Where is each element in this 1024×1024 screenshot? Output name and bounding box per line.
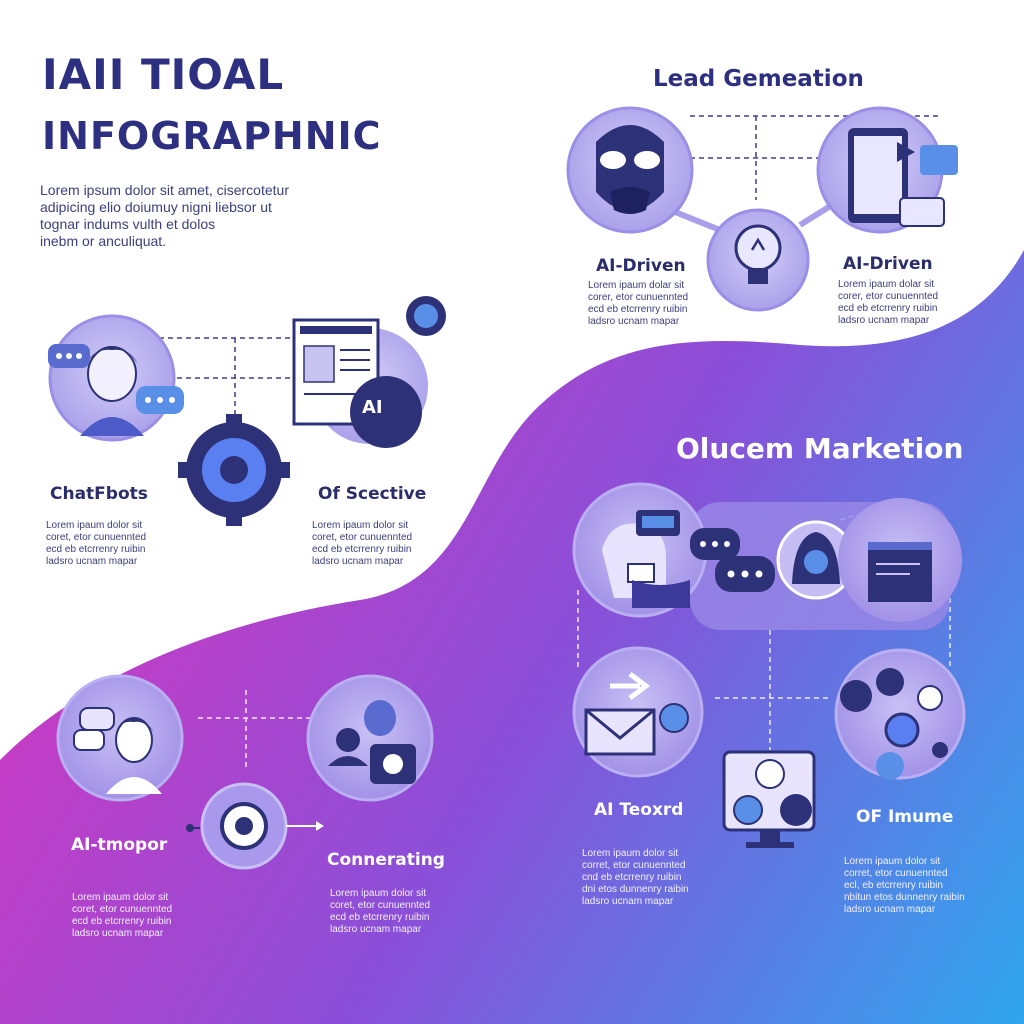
intro-line: Lorem ipsum dolor sit amet, cisercotetur <box>40 182 289 198</box>
lead-generation-diagram <box>566 106 958 312</box>
email-icon <box>572 646 704 778</box>
media-monitor-icon <box>722 750 816 848</box>
gear-network-icon <box>834 648 966 780</box>
support-person-icon <box>56 674 184 802</box>
intro-line: adipicing elio doiumuy nigni liebsor ut <box>40 199 272 215</box>
gear-icon <box>178 414 290 526</box>
chatbots-blurb: Lorem ipaum dolor sit coret, etor cunuen… <box>46 520 147 567</box>
bottom-item-label: Connerating <box>327 850 445 870</box>
marketing-item-label: AI Teoxrd <box>594 800 684 820</box>
ai-head-icon <box>572 482 708 618</box>
chat-bubbles-icon <box>690 528 775 592</box>
chatbot-person-icon <box>48 314 184 442</box>
selective-blurb: Lorem ipaum dolor sit coret, etor cunuen… <box>312 520 413 567</box>
lightbulb-icon <box>706 208 810 312</box>
bottom-left-diagram <box>56 674 434 870</box>
intro-line: tognar indums vulth et dolos <box>40 216 216 232</box>
lead-item-blurb: Lorem ipaum dolar sit corer, etor cunuen… <box>838 279 939 326</box>
lead-item-blurb: Lorem ipaum dolar sit corer, etor cunuen… <box>588 280 689 327</box>
hooded-user-icon <box>776 520 856 600</box>
tablet-video-icon <box>816 106 958 234</box>
lead-generation-title: Lead Gemeation <box>653 66 864 92</box>
main-title-line1: IAII TIOAL <box>42 50 285 99</box>
chatbots-diagram <box>48 296 446 526</box>
chatbots-label: ChatFbots <box>50 484 148 504</box>
ai-document-icon <box>292 296 446 448</box>
marketing-item-blurb: Lorem ipaum dolor sit corret, etor cunue… <box>582 848 689 907</box>
selective-label: Of Scective <box>318 484 427 504</box>
ai-badge: AI <box>362 397 383 418</box>
central-gear-icon <box>186 782 324 870</box>
marketing-diagram <box>572 482 966 848</box>
lead-item-label: AI-Driven <box>596 256 686 276</box>
marketing-item-label: OF Imume <box>856 807 954 827</box>
marketing-title: Olucem Marketion <box>676 432 964 465</box>
masked-face-icon <box>566 106 694 234</box>
people-group-icon <box>306 674 434 802</box>
main-title-line2: INFOGRAPHNIC <box>42 114 382 158</box>
bottom-item-label: AI-tmopor <box>71 835 168 855</box>
browser-window-icon <box>838 498 962 622</box>
bottom-item-blurb: Lorem ipaum dolor sit coret, etor cunuen… <box>330 888 431 935</box>
intro-text: Lorem ipsum dolor sit amet, cisercotetur… <box>40 182 370 250</box>
intro-line: inebm or anculiquat. <box>40 233 167 249</box>
marketing-item-blurb: Lorem ipaum dolor sit corret, etor cunue… <box>844 856 965 915</box>
lead-item-label: AI-Driven <box>843 254 933 274</box>
bottom-item-blurb: Lorem ipaum dolor sit coret, etor cunuen… <box>72 892 173 939</box>
